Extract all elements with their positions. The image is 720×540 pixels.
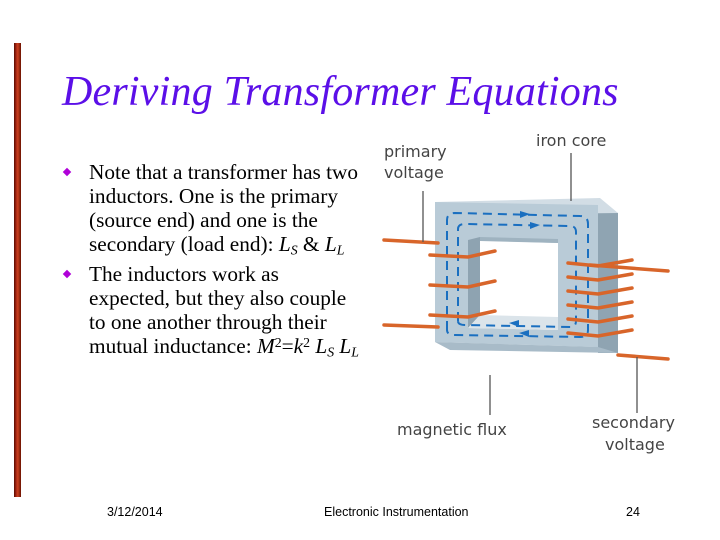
label-secondary-voltage: secondary	[592, 413, 675, 432]
bullet-item: The inductors work as expected, but they…	[62, 262, 364, 360]
math-sup: 2	[303, 334, 311, 350]
bullet-list: Note that a transformer has two inductor…	[62, 160, 364, 364]
slide-title: Deriving Transformer Equations	[62, 69, 619, 115]
label-primary-voltage: voltage	[384, 163, 444, 182]
label-primary-voltage: primary	[384, 142, 447, 161]
slide-number: 24	[626, 505, 640, 519]
math-var: L	[310, 334, 328, 358]
label-iron-core: iron core	[536, 131, 606, 150]
math-sub: S	[290, 242, 298, 258]
math-sub: S	[327, 344, 335, 360]
label-magnetic-flux: magnetic flux	[397, 420, 507, 439]
math-sup: 2	[274, 334, 282, 350]
math-var: L	[324, 232, 337, 256]
bullet-text: The inductors work as expected, but they…	[89, 262, 347, 358]
math-op: &	[297, 232, 325, 256]
diamond-bullet-icon	[62, 167, 72, 177]
transformer-illustration-icon: primary voltage iron core magnetic flux …	[382, 131, 675, 454]
math-sub: L	[351, 344, 359, 360]
math-var: M	[256, 334, 275, 358]
bullet-text: Note that a transformer has two inductor…	[89, 160, 359, 256]
bullet-item: Note that a transformer has two inductor…	[62, 160, 364, 258]
diamond-bullet-icon	[62, 269, 72, 279]
math-var: k	[293, 334, 304, 358]
math-var: L	[334, 334, 352, 358]
math-sub: L	[336, 242, 345, 258]
math-var: L	[278, 232, 291, 256]
transformer-diagram: primary voltage iron core magnetic flux …	[380, 125, 690, 465]
label-secondary-voltage: voltage	[605, 435, 665, 454]
left-accent-bar	[14, 43, 21, 497]
footer-date: 3/12/2014	[107, 505, 163, 519]
footer-title: Electronic Instrumentation	[324, 505, 469, 519]
math-op: =	[281, 334, 294, 358]
